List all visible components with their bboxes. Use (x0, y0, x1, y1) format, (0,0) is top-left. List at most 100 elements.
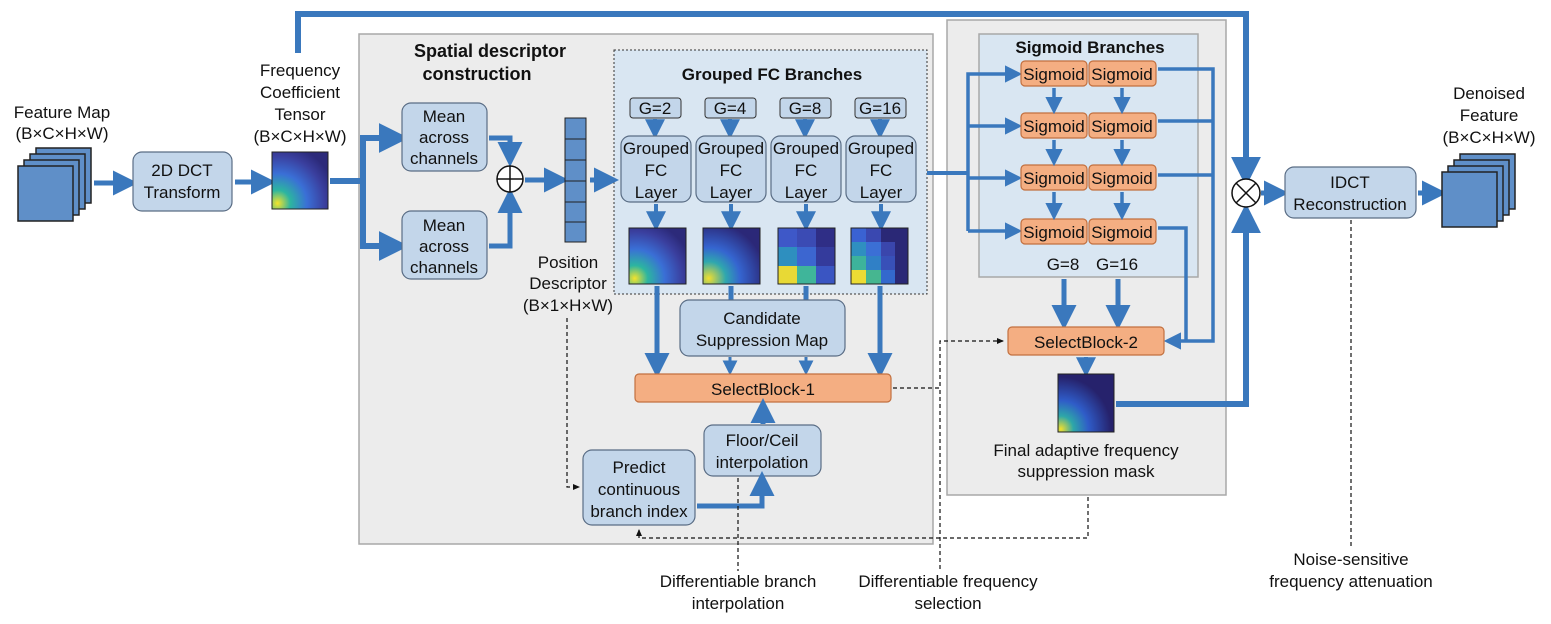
annot-freq-2: selection (914, 594, 981, 613)
feature-map-shape: (B×C×H×W) (15, 124, 108, 143)
mean-bottom-2: across (419, 237, 469, 256)
sigmoid-title: Sigmoid Branches (1015, 38, 1164, 57)
group-tag-2: G=2 (639, 99, 672, 118)
fc-layer-1-line3: Layer (635, 183, 678, 202)
selectblock-2 (1007, 326, 1165, 356)
group-tag-8: G=8 (789, 99, 822, 118)
position-descriptor-vector (564, 117, 587, 243)
sigmoid-grid (1020, 60, 1157, 245)
mean-box-top (401, 102, 488, 172)
feature-map-title: Feature Map (14, 103, 110, 122)
group-tag-16: G=16 (859, 99, 901, 118)
branch-heatmap-4 (850, 227, 909, 285)
mean-top-3: channels (410, 149, 478, 168)
spatial-title-1: Spatial descriptor (414, 41, 566, 61)
arrow-mask-multiply (1116, 203, 1261, 407)
denoised-feature-stack (1441, 153, 1516, 228)
fc-layer-1-line1: Grouped (623, 139, 689, 158)
annot-noise-2: frequency attenuation (1269, 572, 1433, 591)
sigmoid-r2c1: Sigmoid (1023, 117, 1084, 136)
fc-layer-4-line2: FC (870, 161, 893, 180)
predict-1: Predict (613, 458, 666, 477)
annot-noise-1: Noise-sensitive (1293, 550, 1408, 569)
arrow-predict-floor (697, 471, 775, 509)
final-mask-label-1: Final adaptive frequency (993, 441, 1179, 460)
candidate-label-1: Candidate (723, 309, 801, 328)
skip-connection (295, 11, 1261, 187)
selectblock-1-label: SelectBlock-1 (711, 380, 815, 399)
dashed-position-predict (566, 318, 580, 490)
fc-layer-4-line3: Layer (860, 183, 903, 202)
grouped-title: Grouped FC Branches (682, 65, 862, 84)
sigmoid-r1c1: Sigmoid (1023, 65, 1084, 84)
floor-ceil-2: interpolation (716, 453, 809, 472)
branch-heatmap-2 (702, 227, 761, 285)
fc-layer-1-line2: FC (645, 161, 668, 180)
mean-box-bottom (401, 210, 488, 280)
idct-box (1284, 166, 1417, 219)
spatial-title-2: construction (422, 64, 531, 84)
output-label-1: Denoised (1453, 84, 1525, 103)
candidate-label-2: Suppression Map (696, 331, 828, 350)
sigmoid-r4c1: Sigmoid (1023, 223, 1084, 242)
position-label-2: Descriptor (529, 274, 607, 293)
group-tag-4: G=4 (714, 99, 747, 118)
arrow-mean-top-sum (489, 135, 523, 167)
fc-layer-3-line1: Grouped (773, 139, 839, 158)
annot-branch-1: Differentiable branch (660, 572, 817, 591)
sigmoid-r1c2: Sigmoid (1091, 65, 1152, 84)
candidate-map-box (679, 299, 846, 357)
fc-layer-2-line1: Grouped (698, 139, 764, 158)
sigmoid-r3c2: Sigmoid (1091, 169, 1152, 188)
freq-tensor-label-3: Tensor (274, 105, 325, 124)
fc-layer-3-line3: Layer (785, 183, 828, 202)
sigmoid-collector-r4 (1158, 226, 1188, 341)
group-column-2: G=4 Grouped FC Layer (695, 97, 767, 285)
annot-branch-2: interpolation (692, 594, 785, 613)
position-label-1: Position (538, 253, 598, 272)
annot-freq-1: Differentiable frequency (858, 572, 1038, 591)
output-label-2: Feature (1460, 106, 1519, 125)
freq-tensor-shape: (B×C×H×W) (253, 127, 346, 146)
freq-tensor-label-1: Frequency (260, 61, 341, 80)
sigmoid-r4c2: Sigmoid (1091, 223, 1152, 242)
sum-icon (496, 165, 524, 193)
arrow-freq-split-lower (360, 181, 409, 261)
arrow-mean-bottom-sum (489, 188, 523, 249)
predict-3: branch index (590, 502, 688, 521)
group-column-1: G=2 Grouped FC Layer (620, 97, 692, 285)
dashed-feedback-predict (636, 497, 1089, 539)
fc-layer-4-line1: Grouped (848, 139, 914, 158)
selectblock-2-label: SelectBlock-2 (1034, 333, 1138, 352)
dashed-select1-select2 (893, 338, 1004, 389)
fc-layer-2-line3: Layer (710, 183, 753, 202)
final-mask-label-2: suppression mask (1017, 462, 1155, 481)
fc-layer-3-line2: FC (795, 161, 818, 180)
dct-label-1: 2D DCT (151, 161, 212, 180)
freq-tensor-label-2: Coefficient (260, 83, 340, 102)
arrow-freq-split (330, 123, 409, 184)
floor-ceil-1: Floor/Ceil (726, 431, 799, 450)
position-shape: (B×1×H×W) (523, 296, 613, 315)
dct-label-2: Transform (144, 183, 221, 202)
sigmoid-collector (1158, 67, 1215, 350)
idct-label-1: IDCT (1330, 173, 1370, 192)
group-column-3: G=8 Grouped FC Layer (770, 97, 842, 285)
group-column-4: G=16 Grouped FC Layer (845, 97, 917, 285)
sigmoid-g16-label: G=16 (1096, 255, 1138, 274)
mean-top-2: across (419, 128, 469, 147)
mean-bottom-3: channels (410, 258, 478, 277)
output-shape: (B×C×H×W) (1442, 128, 1535, 147)
final-mask-heatmap (1057, 373, 1115, 433)
sigmoid-r2c2: Sigmoid (1091, 117, 1152, 136)
mean-bottom-1: Mean (423, 216, 466, 235)
predict-box (582, 449, 696, 526)
branch-heatmap-1 (628, 227, 687, 285)
mean-top-1: Mean (423, 107, 466, 126)
dct-box (132, 151, 233, 212)
multiply-icon (1231, 178, 1261, 208)
fc-layer-2-line2: FC (720, 161, 743, 180)
idct-label-2: Reconstruction (1293, 195, 1406, 214)
branch-heatmap-3 (777, 227, 836, 285)
freq-tensor-heatmap (271, 151, 329, 210)
